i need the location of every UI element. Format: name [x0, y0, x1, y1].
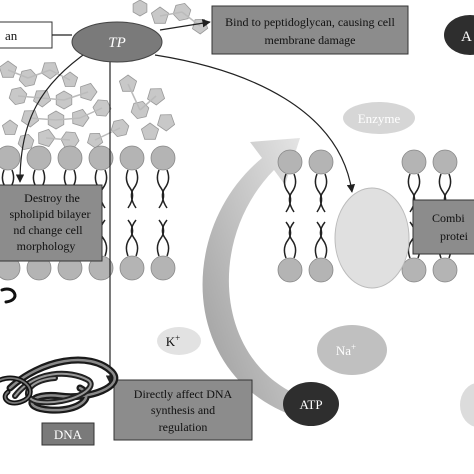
lipid-head [308, 149, 334, 175]
tp-oval [71, 21, 163, 63]
bind-label-line2: membrane damage [265, 33, 356, 47]
peptidoglycan-unit [17, 133, 35, 151]
peptidoglycan-unit [1, 119, 19, 135]
peptidoglycan-link [27, 69, 51, 79]
lipid-tail [161, 169, 170, 209]
peptidoglycan-unit [140, 122, 160, 140]
lipid-tail [314, 221, 323, 259]
lipid-head [401, 257, 427, 283]
partial-light-oval [460, 383, 474, 427]
lipid-tail [283, 173, 292, 213]
peptidoglycan-link [41, 97, 65, 101]
lipid-head [57, 145, 83, 171]
lipid-tail [130, 219, 139, 257]
k-ion-oval [157, 327, 201, 355]
dna-label-box [41, 422, 95, 446]
lipid-head [119, 145, 145, 171]
dna-label: DNA [54, 427, 83, 442]
destroy-label-box [0, 184, 103, 262]
peptidoglycan-link [79, 107, 103, 119]
peptidoglycan-link [159, 11, 183, 17]
peptidoglycan-unit [110, 118, 130, 138]
lipid-tail [288, 173, 297, 213]
na-ion-label: Na+ [336, 342, 356, 358]
lipid-tail [161, 219, 170, 257]
combine-label-box [412, 199, 474, 255]
arrow-to-protein [154, 54, 356, 193]
peptidoglycan-link [45, 137, 71, 141]
k-ion-label: K+ [166, 333, 180, 349]
peptidoglycan-unit [118, 74, 138, 92]
lipid-head [277, 257, 303, 283]
lipid-head [308, 257, 334, 283]
lipid-head [150, 145, 176, 171]
enzyme-oval [343, 102, 415, 134]
lipid-tail [288, 221, 297, 259]
peptidoglycan-link [139, 95, 157, 111]
tp-label: TP [108, 35, 126, 51]
atp-oval [283, 382, 339, 426]
peptidoglycan-unit [150, 6, 170, 24]
top-right-label: A [461, 29, 472, 45]
peptidoglycan-link [55, 117, 81, 121]
destroy-label-line4: morphology [17, 239, 76, 253]
combine-label-line2: protei [440, 229, 469, 243]
transport-curved-arrow [202, 138, 305, 418]
atp-label: ATP [299, 397, 322, 412]
bind-label-box [211, 5, 409, 55]
peptidoglycan-link [17, 95, 43, 99]
destroy-label-line3: nd change cell [13, 223, 83, 237]
lipid-head [26, 145, 52, 171]
top-right-dark-oval [444, 15, 474, 55]
peptidoglycan-label: an [5, 28, 18, 43]
dna-affect-line3: regulation [159, 420, 208, 434]
lipid-tail [319, 173, 328, 213]
arrow-to-bind [159, 19, 211, 31]
peptidoglycan-unit [80, 82, 98, 101]
na-ion-oval [317, 325, 387, 375]
lipid-head [88, 145, 114, 171]
peptidoglycan-link [63, 91, 89, 101]
peptidoglycan-link [29, 117, 57, 121]
bind-label-line1: Bind to peptidoglycan, causing cell [225, 15, 395, 29]
lipid-head [277, 149, 303, 175]
combine-label-line1: Combi [432, 211, 465, 225]
dna-affect-line2: synthesis and [151, 403, 215, 417]
lipid-tail [314, 173, 323, 213]
lipid-tail [319, 221, 328, 259]
lipid-head [401, 149, 427, 175]
lipid-tail [125, 169, 134, 209]
lipid-head [432, 257, 458, 283]
lipid-tail [130, 169, 139, 209]
peptidoglycan-label-box [0, 21, 53, 49]
lipid-tail [156, 169, 165, 209]
membrane-protein [334, 187, 410, 289]
lipid-tail [283, 221, 292, 259]
destroy-label-line1: Destroy the [24, 191, 80, 205]
lipid-head [119, 255, 145, 281]
peptidoglycan-unit [87, 132, 104, 149]
lipid-tail [156, 219, 165, 257]
peptidoglycan-link [94, 127, 121, 141]
dna-affect-label-box [113, 379, 253, 441]
dna-affect-line1: Directly affect DNA [134, 387, 233, 401]
lipid-head [432, 149, 458, 175]
lipid-head [0, 145, 21, 171]
peptidoglycan-unit [132, 0, 148, 17]
lipid-tail [125, 219, 134, 257]
dna-strands [0, 287, 119, 414]
lipid-head [150, 255, 176, 281]
peptidoglycan-unit [0, 60, 18, 78]
enzyme-label: Enzyme [358, 111, 401, 126]
arrow-to-destroy [15, 49, 91, 183]
peptidoglycan-link [127, 83, 141, 111]
peptidoglycan-link [7, 69, 29, 79]
peptidoglycan-unit [157, 114, 176, 132]
destroy-label-line2: spholipid bilayer [10, 207, 91, 221]
